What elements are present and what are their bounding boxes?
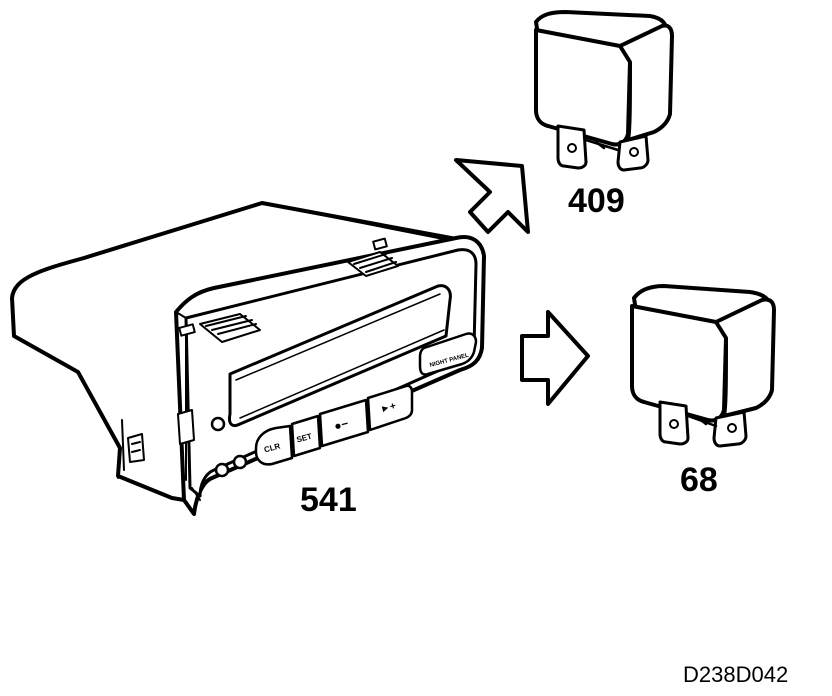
relay-409 <box>534 10 674 172</box>
arrow-up-right <box>454 158 530 234</box>
knob-top <box>210 416 226 432</box>
button-minus: ●− <box>318 398 370 448</box>
arrow-right <box>520 310 590 406</box>
button-plus: ►+ <box>366 384 414 432</box>
button-night-panel: NIGHT PANEL <box>418 332 478 376</box>
label-541: 541 <box>300 481 357 519</box>
button-minus-label: ●− <box>333 416 350 433</box>
button-clr-label: CLR <box>263 441 281 454</box>
relay-409-side <box>618 23 674 142</box>
relay-68-front <box>630 304 728 423</box>
relay-409-pin-base <box>584 138 620 152</box>
relay-68-side <box>714 297 776 418</box>
bezel-clip <box>177 409 195 445</box>
side-clip <box>127 433 145 463</box>
display-window <box>228 284 452 428</box>
knob-bottom-right <box>232 454 248 470</box>
top-vent-right <box>347 251 399 277</box>
housing-top-edge <box>260 201 472 246</box>
bezel-edge-lines <box>175 311 201 501</box>
relay-68-pin-base <box>686 414 718 428</box>
top-tab-left <box>178 323 196 337</box>
housing-side-edge <box>117 419 125 479</box>
knob-bottom-left <box>214 462 230 478</box>
relay-409-front <box>534 28 632 147</box>
button-clr: CLR <box>254 424 294 466</box>
relay-68 <box>630 284 776 448</box>
document-id: D238D042 <box>683 662 789 687</box>
display-unit-541: CLR SET ●− ►+ NIGHT PANEL <box>10 201 486 516</box>
label-409: 409 <box>568 182 625 220</box>
label-68: 68 <box>680 461 718 499</box>
display-window-inner <box>235 293 445 419</box>
button-plus-label: ►+ <box>379 401 397 416</box>
top-tab-right <box>372 237 388 251</box>
button-set: SET <box>290 414 322 458</box>
button-set-label: SET <box>296 432 313 445</box>
top-vent-left <box>199 313 261 343</box>
